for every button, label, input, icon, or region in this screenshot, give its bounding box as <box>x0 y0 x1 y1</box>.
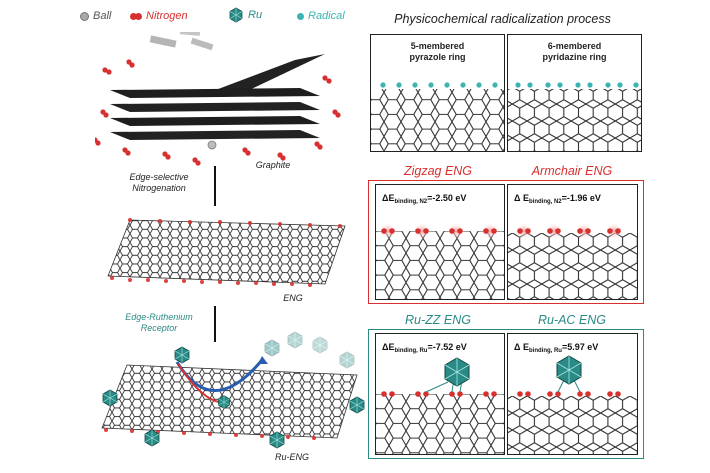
ru-cluster-ac <box>556 355 582 393</box>
ru-zz-energy-value: =-7.52 eV <box>427 342 467 352</box>
legend-nitrogen-label: Nitrogen <box>146 10 188 22</box>
eng-frame <box>368 180 644 304</box>
radical-icon <box>297 12 304 20</box>
ru-zz-lattice <box>376 357 504 454</box>
zigzag-energy: ΔEbinding, N2=-2.50 eV <box>382 193 466 205</box>
panel-pyrazole: 5-membered pyrazole ring <box>370 34 505 152</box>
zigzag-energy-prefix: ΔE <box>382 193 395 203</box>
step2-line1: Edge-Ruthenium <box>125 312 193 322</box>
legend-ball: Ball <box>80 10 111 22</box>
eng-sheet-illustration <box>107 218 346 287</box>
step2-connector <box>214 306 216 342</box>
ru-ac-energy-sub: binding, Ru <box>528 348 562 354</box>
armchair-lattice <box>508 222 637 299</box>
panel-ru-zz: ΔEbinding, Ru=-7.52 eV <box>375 333 505 455</box>
graphite-stack-illustration <box>95 32 341 166</box>
zigzag-energy-sub: binding, N2 <box>394 199 428 205</box>
ru-eng-sheet-illustration <box>101 331 365 449</box>
ru-ac-lattice <box>508 355 637 454</box>
zigzag-lattice <box>376 222 504 299</box>
armchair-energy-value: =-1.96 eV <box>561 193 601 203</box>
ru-zz-energy-sub: binding, Ru <box>394 348 428 354</box>
ru-eng-frame <box>368 329 644 459</box>
step2-line2: Receptor <box>140 323 178 333</box>
ru-ac-energy-value: =5.97 eV <box>561 342 599 352</box>
step1-line2: Nitrogenation <box>132 183 186 193</box>
armchair-energy-prefix: Δ E <box>514 193 529 203</box>
ru-zz-eng-title: Ru-ZZ ENG <box>405 313 471 327</box>
right-title: Physicochemical radicalization process <box>394 12 611 26</box>
panel-armchair: Δ Ebinding, N2=-1.96 eV <box>507 184 638 300</box>
ru-ac-energy-prefix: Δ E <box>514 342 529 352</box>
panel-pyridazine-line1: 6-membered <box>547 41 602 51</box>
legend-radical: Radical <box>297 10 345 22</box>
panel-pyrazole-line1: 5-membered <box>410 41 465 51</box>
ball-icon <box>80 11 89 21</box>
ru-cluster-zz <box>425 357 470 393</box>
legend-radical-label: Radical <box>308 10 345 22</box>
step1-line1: Edge-selective <box>129 172 189 182</box>
panel-pyridazine-line2: pyridazine ring <box>542 52 607 62</box>
armchair-eng-title: Armchair ENG <box>531 164 613 178</box>
armchair-energy: Δ Ebinding, N2=-1.96 eV <box>514 193 601 205</box>
legend-ru-label: Ru <box>248 9 263 21</box>
zigzag-eng-title: Zigzag ENG <box>403 164 473 178</box>
step1-connector <box>214 166 216 206</box>
step2-label: Edge-Ruthenium Receptor <box>105 312 213 334</box>
panel-ru-ac: Δ Ebinding, Ru=5.97 eV <box>507 333 638 455</box>
panel-pyridazine: 6-membered pyridazine ring <box>507 34 642 152</box>
pyridazine-lattice <box>508 82 641 151</box>
panel-zigzag: ΔEbinding, N2=-2.50 eV <box>375 184 505 300</box>
legend-nitrogen: Nitrogen <box>130 10 188 22</box>
ru-ac-energy: Δ Ebinding, Ru=5.97 eV <box>514 342 598 354</box>
eng-label: ENG <box>283 293 303 303</box>
panel-pyrazole-line2: pyrazole ring <box>409 52 466 62</box>
armchair-energy-sub: binding, N2 <box>528 199 562 205</box>
ru-zz-energy: ΔEbinding, Ru=-7.52 eV <box>382 342 467 354</box>
ru-zz-energy-prefix: ΔE <box>382 342 395 352</box>
zigzag-energy-value: =-2.50 eV <box>427 193 467 203</box>
pyrazole-lattice <box>371 82 504 151</box>
ru-ac-eng-title: Ru-AC ENG <box>537 313 607 327</box>
graphite-label: Graphite <box>255 160 291 170</box>
nitrogen-icon <box>130 12 142 20</box>
legend-ru: Ru <box>228 7 262 23</box>
step1-label: Edge-selective Nitrogenation <box>105 172 213 194</box>
ru-cluster-icon <box>229 7 243 23</box>
ru-eng-label: Ru-ENG <box>274 452 309 462</box>
legend-ball-label: Ball <box>93 10 112 22</box>
